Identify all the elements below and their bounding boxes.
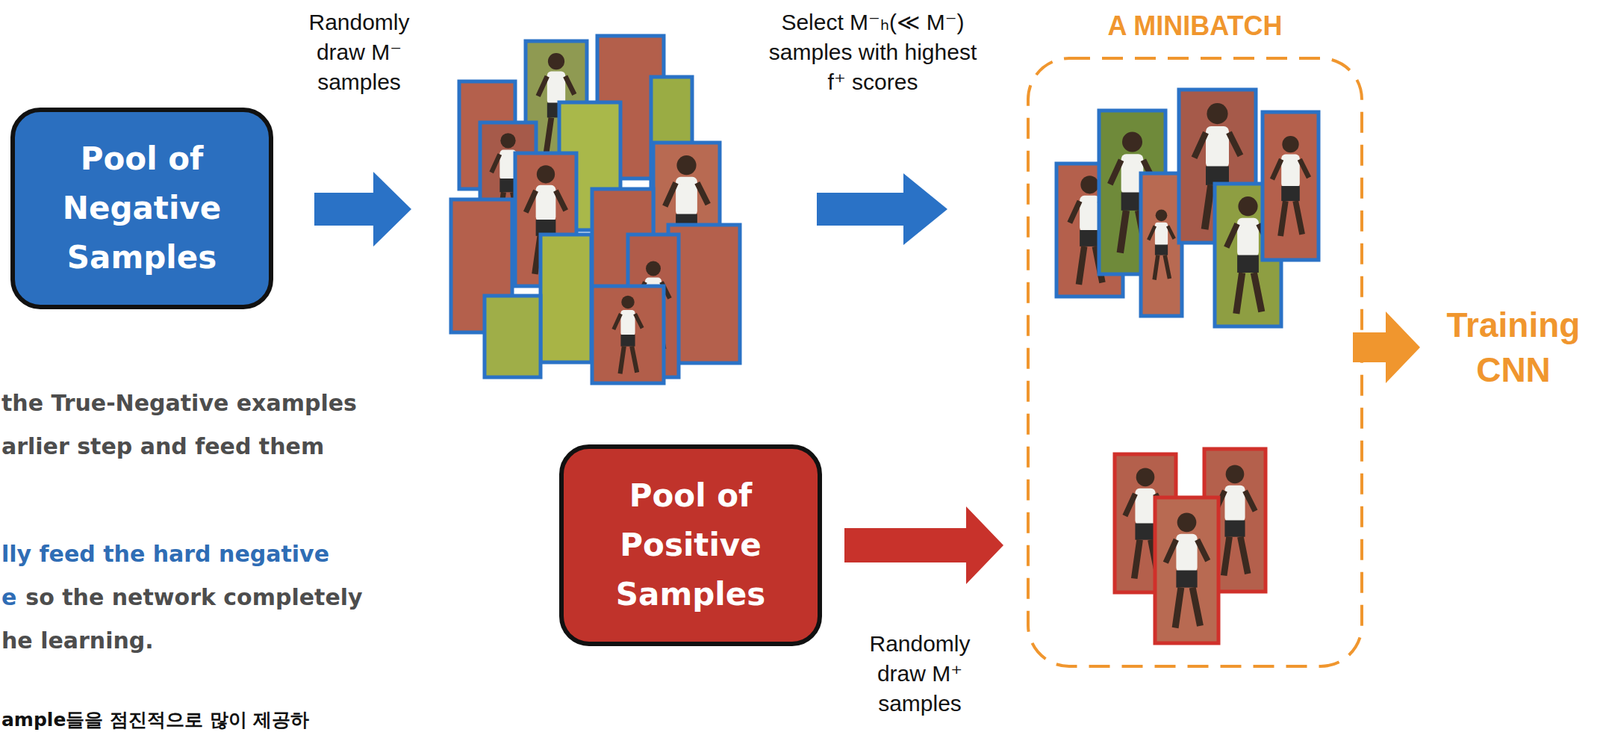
hard-negative-patches [1056,89,1319,327]
minibatch-heading: A MINIBATCH [1025,9,1365,43]
image-patch [1140,173,1182,316]
runner-figure [1148,209,1174,280]
runner-figure [1272,135,1309,236]
paragraph-line: he learning. [1,625,154,656]
korean-note: ample들을 점진적으로 많이 제공하 [1,707,310,732]
paragraph-line: lly feed the hard negative [1,539,330,569]
minibatch-outline [1025,55,1365,669]
block-arrow [314,171,412,247]
step-note: Randomly draw M⁻ samples [295,7,423,98]
runner-figure [1165,512,1208,628]
block-arrow [816,173,948,245]
minibatch-box: A MINIBATCH [1025,55,1365,669]
node-text: Pool of Negative Samples [48,134,236,283]
runner-figure [1214,465,1256,576]
negative-patches [450,35,740,384]
paragraph-line: the True-Negative examples [1,388,357,419]
positive-patches [1114,448,1266,643]
node-text: Pool of Positive Samples [597,471,784,619]
image-patch [1262,111,1319,260]
image-patch [1155,497,1219,643]
step-note: Randomly draw M⁺ samples [856,628,984,719]
output-label: Training CNN [1431,302,1596,392]
paragraph-line: e [1,582,17,613]
image-patch [592,285,664,384]
paragraph-line: so the network completely [25,582,363,613]
image-patch [540,234,592,363]
negative-pool-box: Pool of Negative Samples [10,107,274,310]
step-note: Select M⁻ₕ(≪ M⁻) samples with highest f⁺… [768,7,978,98]
image-patch [484,295,541,378]
runner-figure [613,295,643,375]
paragraph-line: arlier step and feed them [1,431,325,462]
block-arrow-connector [844,506,1004,584]
positive-pool-box: Pool of Positive Samples [559,444,823,646]
dashed-border [1028,58,1362,666]
